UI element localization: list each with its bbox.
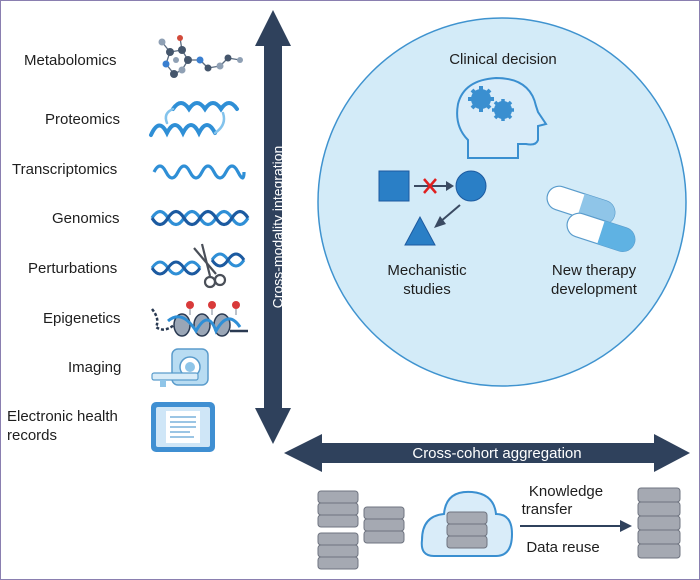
therapy-label-line2: development <box>551 281 638 298</box>
label-proteomics: Proteomics <box>45 111 121 128</box>
therapy-label-line1: New therapy <box>552 262 637 279</box>
database-stack-icon <box>317 490 359 528</box>
dna-scissors-icon <box>150 243 246 289</box>
label-perturbations: Perturbations <box>28 260 118 277</box>
knowledge-label-line1: Knowledge <box>529 483 603 500</box>
health-record-tablet-icon <box>151 402 215 452</box>
vertical-axis-label: Cross-modality integration <box>270 146 286 309</box>
database-stack-icon <box>637 487 681 559</box>
head-gears-icon <box>456 76 548 159</box>
label-transcriptomics: Transcriptomics <box>12 161 118 178</box>
protein-helix-icon <box>149 101 239 138</box>
horizontal-arrow <box>284 434 690 472</box>
clinical-circle <box>317 17 687 387</box>
mechanistic-label-line2: studies <box>403 281 451 298</box>
label-epigenetics: Epigenetics <box>43 310 121 327</box>
rna-strand-icon <box>152 164 246 180</box>
horizontal-axis-label: Cross-cohort aggregation <box>412 445 581 462</box>
mri-scanner-icon <box>151 348 209 387</box>
molecule-icon <box>158 35 243 78</box>
mechanistic-label-line1: Mechanistic <box>387 262 467 279</box>
database-stack-icon <box>317 532 359 570</box>
label-metabolomics: Metabolomics <box>24 52 117 69</box>
database-stack-icon <box>363 506 405 544</box>
diagonal-arrow <box>439 204 461 223</box>
knowledge-label-line2: transfer <box>522 501 573 518</box>
dna-double-helix-icon <box>150 209 250 227</box>
clinical-decision-label: Clinical decision <box>449 51 557 68</box>
vertical-arrow <box>255 10 291 444</box>
label-genomics: Genomics <box>52 210 120 227</box>
square-shape-icon <box>378 170 410 202</box>
chromatin-icon <box>151 301 248 337</box>
label-ehr-line2: records <box>7 427 58 444</box>
label-ehr-line1: Electronic health <box>7 408 118 425</box>
inhibit-x-icon <box>423 178 437 194</box>
data-reuse-label: Data reuse <box>526 539 599 556</box>
circle-shape-icon <box>455 170 487 202</box>
pills-icon <box>546 185 636 253</box>
label-imaging: Imaging <box>68 359 122 376</box>
cloud-database-icon <box>420 490 514 557</box>
triangle-shape-icon <box>404 215 436 246</box>
